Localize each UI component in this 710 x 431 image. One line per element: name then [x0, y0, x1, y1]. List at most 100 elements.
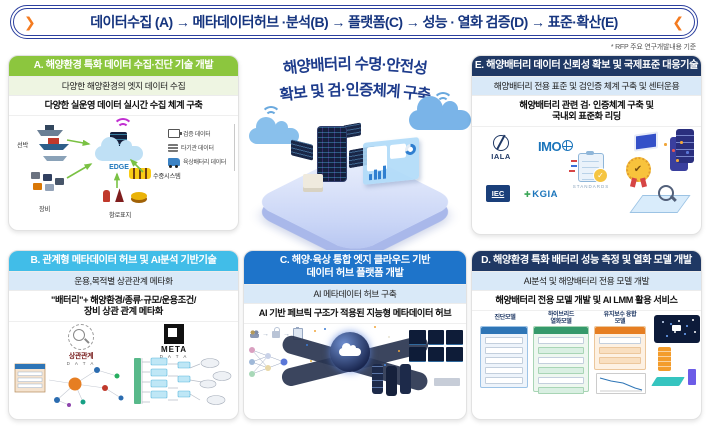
magnifier-icon	[658, 185, 674, 202]
users-icon	[250, 330, 259, 339]
list-item: 타기관 데이터	[168, 143, 232, 152]
panel-e-subtitle-2-line1: 해양배터리 관련 검· 인증체계 구축 및	[519, 100, 654, 111]
lock-icon	[272, 326, 280, 338]
vehicle-icon	[168, 157, 180, 168]
center-title-line2: 확보 및 검·인증체계 구축	[278, 80, 432, 104]
data-item-label: 육상배터리 데이터	[183, 160, 227, 167]
panel-c-illustration: → →	[244, 323, 466, 402]
magnifier-gear-icon	[68, 324, 94, 351]
panel-e-standards: E. 해양배터리 데이터 신뢰성 확보 및 국제표준 대응기술 해양배터리 전용…	[471, 55, 702, 235]
underwater-system-icon	[129, 168, 151, 180]
panel-c-header: C. 해양·육상 통합 엣지 클라우드 기반 데이터 허브 플랫폼 개발	[244, 251, 466, 284]
pedestal-shape	[688, 369, 696, 386]
panel-e-header: E. 해양배터리 데이터 신뢰성 확보 및 국제표준 대응기술	[472, 56, 701, 76]
meta-subtitle: D A T A	[159, 354, 189, 360]
equipment-icons	[31, 172, 65, 198]
collection-arrows	[66, 139, 144, 189]
center-title: 해양배터리 수명·안전성 확보 및 검·인증체계 구축	[278, 55, 432, 105]
panel-b-subtitle-2: "배터리"+ 해양환경/종류·규모/운용조건/ 장비 상관 관계 메타화	[9, 290, 238, 321]
panel-a-subtitle-2: 다양한 실운영 데이터 실시간 수집 체계 구축	[9, 95, 238, 115]
cloud-chip-icon	[339, 343, 361, 357]
list-item: 육상배터리 데이터	[168, 157, 232, 168]
wifi-right-icon	[433, 92, 453, 104]
metadata-logo: META D A T A	[146, 324, 202, 359]
panel-c-platform: C. 해양·육상 통합 엣지 클라우드 기반 데이터 허브 플랫폼 개발 AI …	[243, 250, 467, 420]
confetti-dots	[664, 143, 667, 146]
process-banner: ❯ 데이터수집 (A) → 메타데이터허브 ·분석(B) → 플랫폼(C) → …	[10, 5, 698, 39]
diagnosis-model-flow	[480, 326, 528, 389]
panel-d-header: D. 해양환경 특화 배터리 성능 측정 및 열화 모델 개발	[472, 251, 701, 271]
panel-e-subtitle-2-line2: 국내외 표준화 리딩	[552, 111, 621, 122]
data-type-list: 검증 데이터 타기관 데이터 육상배터리 데이터	[168, 124, 235, 172]
panel-d-subtitle-2: 해양배터리 전용 모델 개발 및 AI LMM 활용 서비스	[472, 290, 701, 310]
panel-b-illustration: 상관관계 D A T A META D A T A	[9, 321, 238, 410]
panel-e-subtitle-1: 해양배터리 전용 표준 및 검인증 체계 구축 및 센터운용	[472, 75, 701, 96]
standards-illustration: ✓ STANDARDS	[568, 151, 614, 190]
ai-board-icon	[654, 315, 700, 344]
list-item: 검증 데이터	[168, 129, 232, 139]
panel-b-subtitle-2-line2: 장비 상관 관계 메타화	[84, 306, 163, 317]
medal-icon: ✔	[625, 157, 651, 183]
wifi-left-icon	[261, 106, 281, 118]
medal-illustration: ✔	[624, 157, 652, 183]
panel-a-header: A. 해양환경 특화 데이터 수집·진단 기술 개발	[9, 56, 238, 76]
ai-core-sphere	[330, 332, 370, 373]
arrow-icon: →	[283, 330, 290, 338]
side-screen-icon	[291, 139, 313, 161]
correlation-logo: 상관관계 D A T A	[49, 324, 113, 366]
kgia-logo: KGIA	[524, 189, 558, 200]
check-badge-icon: ✓	[593, 168, 608, 184]
chevron-left-icon: ❮	[672, 14, 684, 30]
panel-c-subtitle-1: AI 메타데이터 허브 구축	[244, 283, 466, 304]
panel-b-subtitle-2-line1: "배터리"+ 해양환경/종류·규모/운용조건/	[51, 295, 196, 306]
edge-wifi-icon	[113, 118, 133, 130]
bar-chart-icon	[369, 165, 386, 181]
ai-lab-scene	[651, 315, 700, 393]
svg-text:확보 및 검·인증체계 구축: 확보 및 검·인증체계 구축	[278, 80, 432, 104]
orange-panel-icon	[658, 347, 671, 372]
process-banner-inner: ❯ 데이터수집 (A) → 메타데이터허브 ·분석(B) → 플랫폼(C) → …	[13, 8, 695, 36]
floor-shape	[651, 377, 685, 387]
data-particles	[314, 330, 316, 333]
hybrid-model-flow	[533, 326, 589, 395]
meta-title: META	[160, 345, 188, 355]
imo-logo: IMO	[538, 139, 573, 154]
panel-c-subtitle-2: AI 기반 페브릭 구조가 적용된 지능형 메타데이터 허브	[244, 303, 466, 323]
panel-b-metadata-hub: B. 관계형 메타데이터 허브 및 AI분석 기반기술 운용,목적별 상관관계 …	[8, 250, 239, 420]
iala-logo: IALA	[484, 135, 518, 161]
process-flow-text: 데이터수집 (A) → 메타데이터허브 ·분석(B) → 플랫폼(C) → 성능…	[90, 14, 618, 30]
isometric-platform-illustration	[239, 92, 471, 255]
server-cabinet-icon	[303, 174, 323, 192]
correlation-network-diagram	[14, 364, 124, 408]
panel-b-header: B. 관계형 메타데이터 허브 및 AI분석 기반기술	[9, 251, 238, 271]
monitoring-wall	[409, 330, 463, 363]
stack-icon	[168, 143, 178, 152]
equipment-label: 장비	[39, 206, 50, 214]
panel-d-degradation-model: D. 해양환경 특화 배터리 성능 측정 및 열화 모델 개발 AI분석 및 해…	[471, 250, 702, 420]
correlation-title: 상관관계	[68, 353, 94, 361]
data-item-label: 검증 데이터	[183, 132, 211, 139]
panel-a-data-collection: A. 해양환경 특화 데이터 수집·진단 기술 개발 다양한 해양환경의 엣지 …	[8, 55, 239, 231]
arrow-icon: →	[262, 330, 269, 338]
security-flow-icons: → →	[250, 326, 303, 341]
aids-to-navigation-label: 항로표지	[109, 212, 131, 220]
data-item-label: 타기관 데이터	[181, 146, 214, 153]
edge-label: EDGE	[109, 164, 129, 172]
panel-c-header-line2: 데이터 허브 플랫폼 개발	[306, 267, 404, 279]
svg-text:해양배터리 수명·안전성: 해양배터리 수명·안전성	[282, 55, 428, 78]
degradation-chart	[596, 373, 646, 395]
metadata-mindmap-diagram	[134, 358, 232, 406]
correlation-subtitle: D A T A	[66, 361, 96, 367]
panel-e-subtitle-2: 해양배터리 관련 검· 인증체계 구축 및 국내외 표준화 리딩	[472, 95, 701, 126]
dashboard-panel	[363, 137, 419, 185]
server-tower-icon	[317, 126, 347, 182]
panel-d-subtitle-1: AI분석 및 해양배터리 전용 모델 개발	[472, 270, 701, 291]
chevron-right-icon: ❯	[24, 14, 36, 30]
panel-a-subtitle-1: 다양한 해양환경의 엣지 데이터 수집	[9, 75, 238, 96]
compass-icon	[493, 135, 509, 152]
cloud-right-icon	[409, 96, 471, 130]
standards-label: STANDARDS	[572, 184, 610, 190]
server-cylinders-icon	[372, 364, 383, 395]
panel-a-illustration: 선박 EDGE 장비 항로표지 수중시스템	[9, 115, 238, 222]
